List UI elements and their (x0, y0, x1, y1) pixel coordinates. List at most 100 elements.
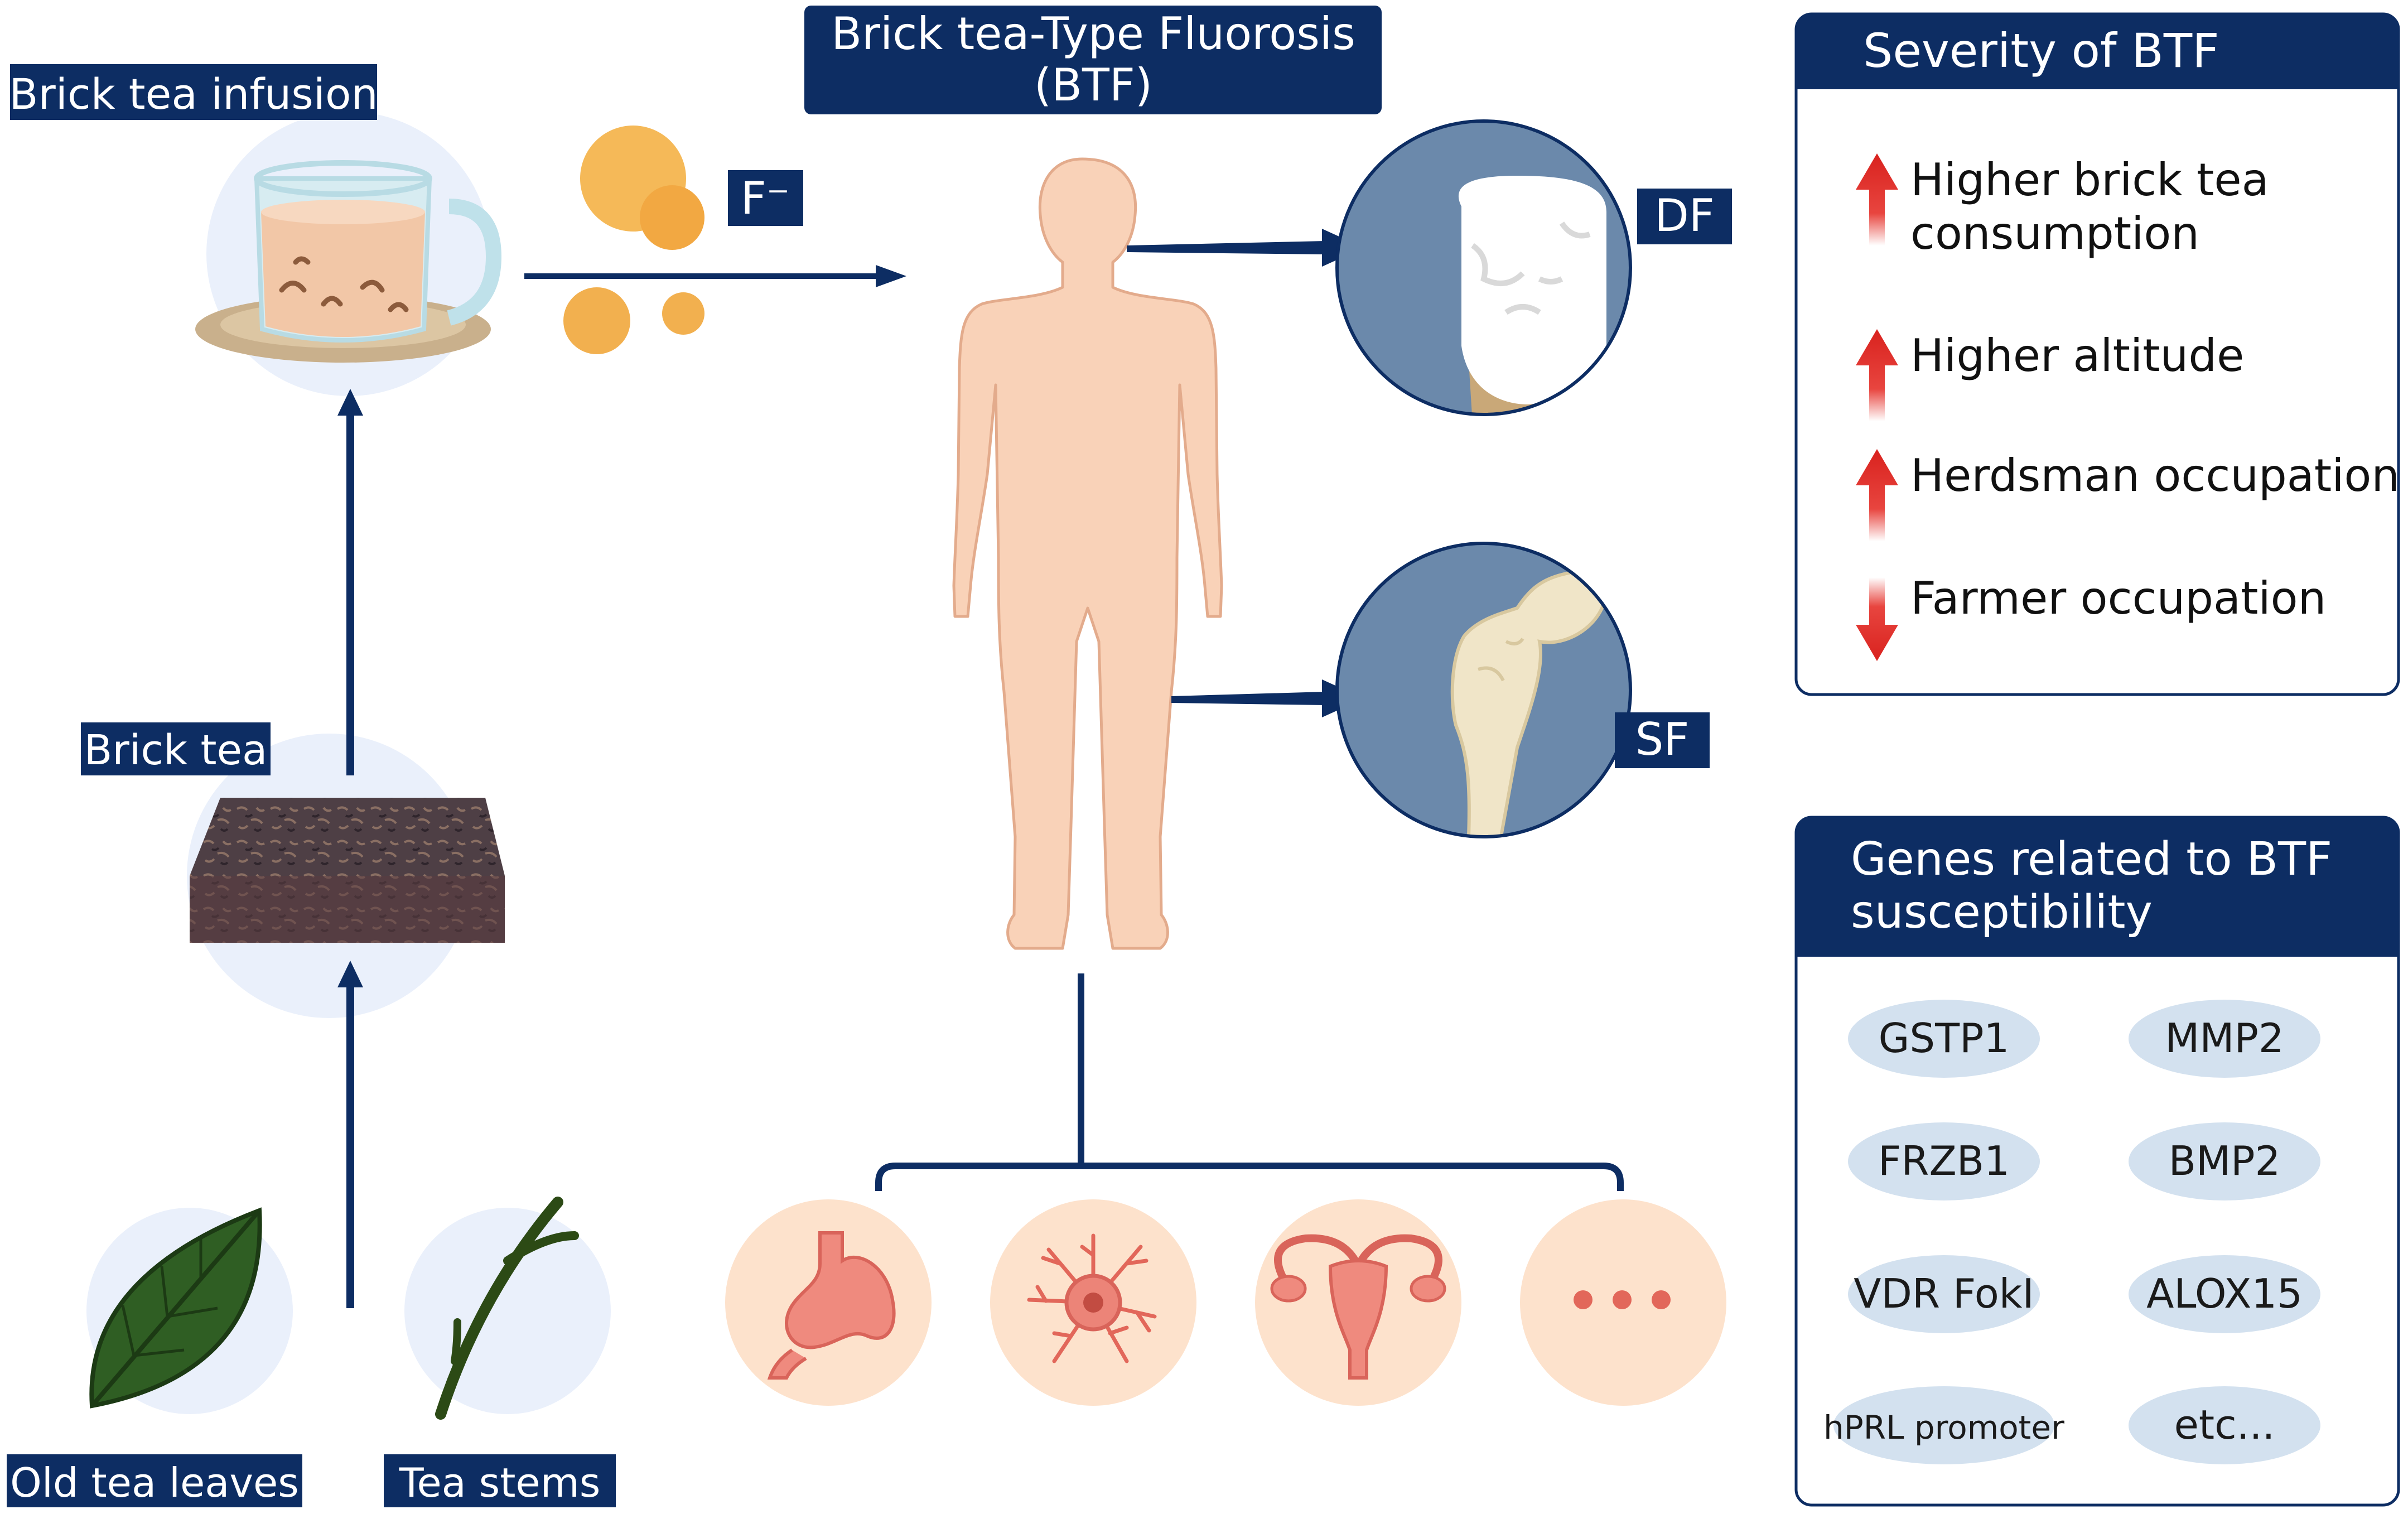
title-line-2: (BTF) (1034, 59, 1152, 111)
organ-bracket (875, 973, 1624, 1191)
arrow-infusion-to-body (524, 265, 906, 287)
old-leaves-node: Old tea leaves (7, 1207, 302, 1507)
red-arrow-up-icon (1856, 153, 1898, 245)
gene-pill: BMP2 (2129, 1122, 2320, 1200)
gene-pill: etc... (2129, 1386, 2320, 1464)
organ-stomach (725, 1199, 932, 1406)
old-leaves-label-box (7, 1454, 302, 1507)
gene-pill: VDR FokI (1848, 1255, 2040, 1333)
sf-circle-outline (1335, 542, 1632, 838)
brick-tea-node: Brick tea (81, 722, 505, 1018)
fluoride-label-box (728, 170, 803, 226)
title-line-1: Brick tea-Type Fluorosis (831, 8, 1355, 60)
gene-pill-background (1848, 1000, 2040, 1078)
human-body-icon (952, 157, 1223, 950)
severity-item: Higher altitude (1856, 329, 2244, 421)
particle (563, 287, 630, 354)
tea-cup-icon (195, 160, 502, 363)
tea-stems-label-box (384, 1454, 616, 1507)
arrow-leaves-to-brick (337, 961, 363, 1308)
uterus-icon (1270, 1234, 1446, 1380)
gene-name: ALOX15 (2146, 1270, 2303, 1317)
sf-label: SF (1635, 713, 1690, 765)
infusion-label: Brick tea infusion (9, 69, 378, 119)
gene-name: VDR FokI (1854, 1270, 2034, 1317)
femur-icon (1450, 568, 1609, 837)
severity-panel: Severity of BTF Higher brick teaconsumpt… (1794, 12, 2400, 696)
genes-panel: Genes related to BTF susceptibility GSTP… (1794, 816, 2400, 1507)
organ-row (725, 1199, 1726, 1406)
genes-title-line-1: Genes related to BTF (1851, 833, 2332, 886)
neuron-icon (1027, 1233, 1157, 1363)
severity-item-text: Farmer occupation (1910, 572, 2326, 624)
title-box: Brick tea-Type Fluorosis (BTF) (804, 6, 1382, 114)
skeletal-fluorosis-node: SF (1335, 542, 1710, 838)
infusion-label-box (10, 64, 377, 120)
gene-pill-background (2129, 1255, 2320, 1333)
gene-pill: hPRL promoter (1823, 1386, 2064, 1464)
gene-name: GSTP1 (1879, 1015, 2010, 1062)
severity-item-text: Herdsman occupation (1910, 450, 2400, 502)
brick-tea-icon (190, 798, 505, 943)
tea-stems-circle (404, 1208, 611, 1414)
infusion-node: Brick tea infusion (9, 64, 502, 396)
sf-label-box (1615, 712, 1710, 768)
tea-stems-label: Tea stems (399, 1459, 601, 1506)
organ-uterus (1255, 1199, 1461, 1406)
fluoride-particles: F⁻ (563, 126, 803, 354)
gene-pill-background (1848, 1122, 2040, 1200)
particle (640, 185, 704, 250)
organ-neuron (990, 1199, 1196, 1406)
tooth-icon (1458, 176, 1606, 414)
gene-pill-background (1833, 1386, 2054, 1464)
gene-pill-background (2129, 1000, 2320, 1078)
arrow-body-to-df (1127, 229, 1364, 267)
title-background (804, 6, 1382, 114)
old-leaves-label: Old tea leaves (10, 1459, 299, 1506)
brick-tea-label: Brick tea (84, 726, 268, 774)
organ-more (1520, 1199, 1726, 1406)
df-label: DF (1654, 190, 1715, 242)
gene-pill: ALOX15 (2129, 1255, 2320, 1333)
genes-title-line-2: susceptibility (1851, 886, 2153, 939)
red-arrow-up-icon (1856, 329, 1898, 421)
gene-name: hPRL promoter (1823, 1409, 2064, 1447)
ellipsis-icon (1574, 1290, 1671, 1309)
gene-name: MMP2 (2165, 1015, 2284, 1062)
severity-item: Farmer occupation (1856, 572, 2326, 661)
severity-item: Herdsman occupation (1856, 449, 2400, 541)
arrow-body-to-sf (1171, 679, 1364, 717)
fluoride-label: F⁻ (741, 172, 790, 224)
red-arrow-up-icon (1856, 449, 1898, 541)
severity-item-text: Higher brick tea (1910, 154, 2269, 206)
tea-leaf-icon (89, 1207, 262, 1409)
tea-stems-node: Tea stems (384, 1197, 616, 1507)
gene-pill: FRZB1 (1848, 1122, 2040, 1200)
gene-pill-background (1848, 1255, 2040, 1333)
brick-tea-label-box (81, 722, 271, 775)
gene-pill-background (2129, 1122, 2320, 1200)
df-label-box (1637, 189, 1732, 244)
df-circle-outline (1335, 119, 1632, 416)
gene-name: BMP2 (2169, 1137, 2281, 1184)
severity-item-text: consumption (1910, 208, 2199, 259)
severity-header (1796, 14, 2399, 89)
arrow-brick-to-infusion (337, 389, 363, 775)
gene-pill: MMP2 (2129, 1000, 2320, 1078)
dental-fluorosis-node: DF (1335, 119, 1732, 416)
severity-item-text: Higher altitude (1910, 330, 2244, 382)
stomach-icon (767, 1231, 896, 1380)
gene-name: FRZB1 (1878, 1137, 2010, 1184)
red-arrow-down-icon (1856, 577, 1898, 661)
gene-pill: GSTP1 (1848, 1000, 2040, 1078)
gene-name: etc... (2174, 1401, 2275, 1448)
gene-pill-background (2129, 1386, 2320, 1464)
particle (662, 292, 704, 335)
tea-stem-icon (435, 1197, 579, 1420)
severity-title: Severity of BTF (1863, 23, 2219, 78)
genes-header (1796, 817, 2399, 957)
